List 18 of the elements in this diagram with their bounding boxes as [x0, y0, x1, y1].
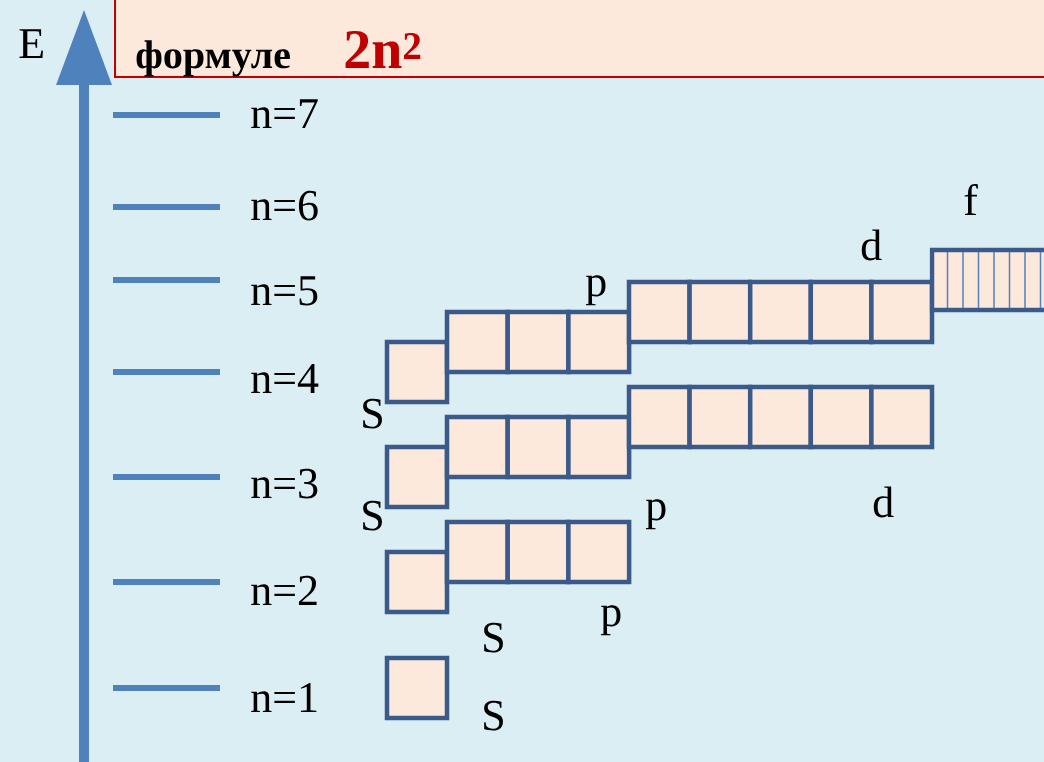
label: n=1 [251, 682, 317, 712]
label: n=4 [251, 364, 319, 393]
label: p [585, 275, 606, 306]
label: S [484, 622, 503, 653]
label: S [363, 500, 382, 531]
label: d [861, 229, 882, 261]
label: S [484, 700, 503, 731]
text-box: формуле 2n$^{2}$ [114, 0, 1044, 78]
label: f [964, 184, 978, 215]
label: n=3 [251, 468, 318, 499]
label: p [645, 499, 666, 530]
axis-label: E [19, 29, 43, 58]
label: n=5 [251, 276, 318, 306]
label: p [600, 605, 621, 636]
label: S [363, 398, 382, 429]
label: n=6 [251, 190, 318, 221]
label: d [873, 486, 894, 518]
label: n=2 [251, 575, 317, 605]
